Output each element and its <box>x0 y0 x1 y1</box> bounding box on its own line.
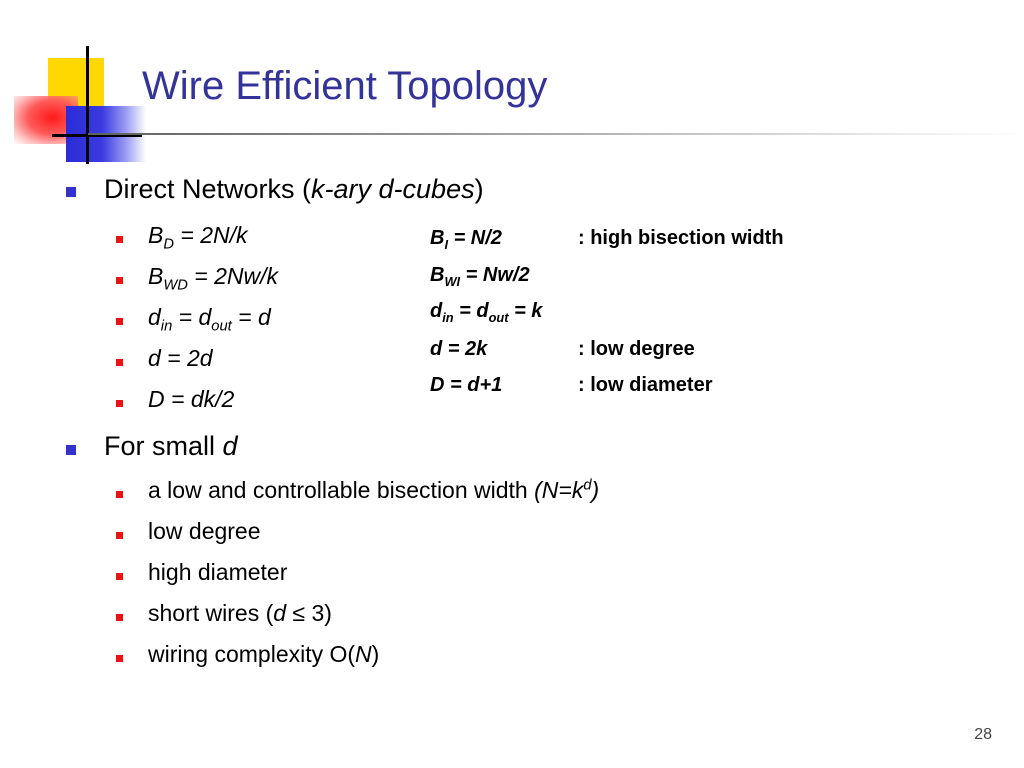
right-formula-diameter: D = d+1 <box>430 374 503 396</box>
page-number: 28 <box>974 726 992 743</box>
bullet-square-icon <box>116 614 123 621</box>
bullet-square-icon <box>116 236 123 243</box>
deco-vertical-line <box>86 46 89 164</box>
bullet-square-icon <box>116 532 123 539</box>
list-item-bwd: BWD = 2Nw/k <box>148 263 278 294</box>
bullet-square-icon <box>116 318 123 325</box>
bullet-square-icon <box>116 359 123 366</box>
right-formula-bi: BI = N/2 <box>430 227 502 252</box>
bullet-square-icon <box>66 187 76 197</box>
right-note-bisection: : high bisection width <box>578 227 784 249</box>
bullet-square-icon <box>116 277 123 284</box>
bullet-square-icon <box>116 655 123 662</box>
right-note-degree: : low degree <box>578 338 695 360</box>
bullet-square-icon <box>116 491 123 498</box>
list-item-high-diameter: high diameter <box>148 559 288 585</box>
list-item-bisection-width: a low and controllable bisection width (… <box>148 477 600 503</box>
right-formula-bwi: BWI = Nw/2 <box>430 264 530 289</box>
bullet-square-icon <box>116 400 123 407</box>
list-item-diameter: D = dk/2 <box>148 386 235 412</box>
section-direct-networks: Direct Networks (k-ary d-cubes) <box>104 174 484 204</box>
right-formula-din-dout: din = dout = k <box>430 300 543 325</box>
title-underline <box>88 133 1024 135</box>
deco-horizontal-line <box>52 134 142 137</box>
list-item-degree: d = 2d <box>148 345 213 371</box>
list-item-wiring-complexity: wiring complexity O(N) <box>148 641 380 667</box>
list-item-low-degree: low degree <box>148 518 261 544</box>
slide-title: Wire Efficient Topology <box>142 64 548 108</box>
list-item-din-dout: din = dout = d <box>148 304 271 335</box>
list-item-short-wires: short wires (d ≤ 3) <box>148 600 332 626</box>
right-formula-degree: d = 2k <box>430 338 488 360</box>
section-for-small-d: For small d <box>104 431 238 461</box>
list-item-bd: BD = 2N/k <box>148 222 248 253</box>
bullet-square-icon <box>116 573 123 580</box>
right-note-diameter: : low diameter <box>578 374 713 396</box>
bullet-square-icon <box>66 445 76 455</box>
